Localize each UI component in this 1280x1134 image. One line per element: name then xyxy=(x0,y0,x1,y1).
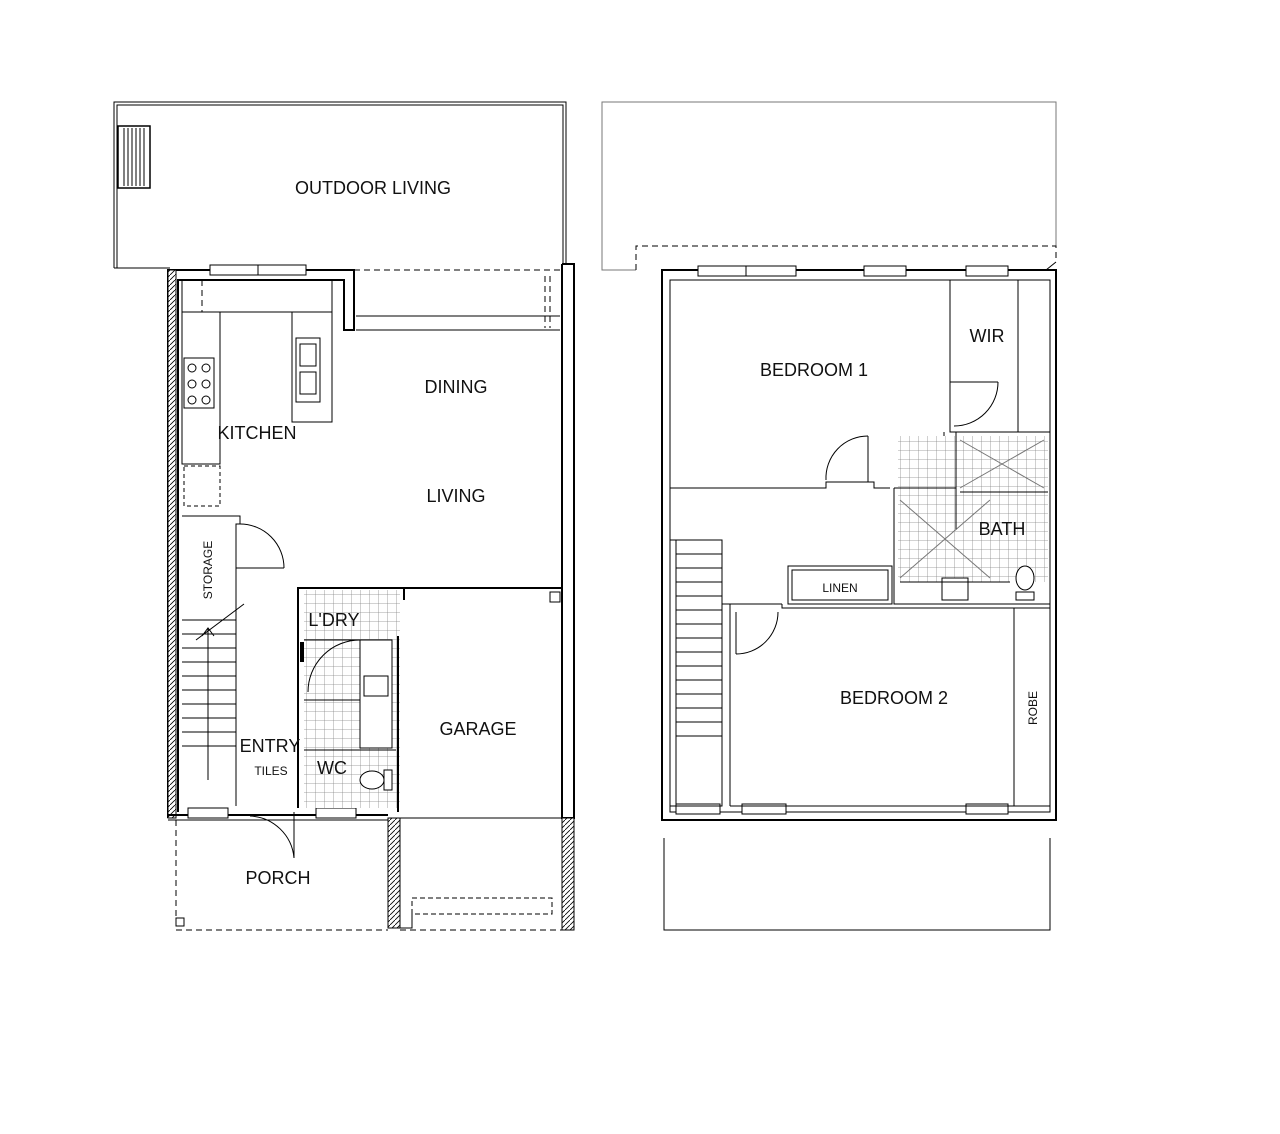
ground-floor-plan: OUTDOOR LIVING DINING KITCHEN LIVING STO… xyxy=(113,101,575,931)
porch-area xyxy=(175,820,562,931)
room-label-wc: WC xyxy=(317,758,347,778)
room-label-bath: BATH xyxy=(979,519,1026,539)
first-windows xyxy=(675,265,1009,815)
room-label-entry: ENTRY xyxy=(240,736,301,756)
room-label-dining: DINING xyxy=(425,377,488,397)
first-staircase xyxy=(669,539,723,807)
room-label-bedroom2: BEDROOM 2 xyxy=(840,688,948,708)
entry-door xyxy=(249,812,295,859)
bedroom2-walls xyxy=(722,603,1050,807)
floor-finish-label-tiles: TILES xyxy=(254,764,287,778)
room-label-bedroom1: BEDROOM 1 xyxy=(760,360,868,380)
room-label-linen: LINEN xyxy=(822,581,857,595)
kitchen-joinery xyxy=(181,279,333,507)
room-label-wir: WIR xyxy=(970,326,1005,346)
roof-outline-upper xyxy=(601,101,1057,271)
room-label-outdoor-living: OUTDOOR LIVING xyxy=(295,178,451,198)
ground-staircase xyxy=(182,603,245,780)
room-label-kitchen: KITCHEN xyxy=(217,423,296,443)
linen-cupboard xyxy=(787,565,893,605)
outdoor-steps xyxy=(123,128,145,186)
cooktop-icon xyxy=(183,357,215,409)
ground-floor-outline-dashed xyxy=(635,245,1057,270)
roof-outline-lower xyxy=(663,838,1051,931)
room-label-porch: PORCH xyxy=(245,868,310,888)
laundry-wc-walls xyxy=(297,587,562,812)
bath-walls xyxy=(893,432,1050,605)
outdoor-living-area xyxy=(113,101,567,269)
room-label-living: LIVING xyxy=(426,486,485,506)
upper-toilet-icon xyxy=(1015,565,1035,601)
room-label-garage: GARAGE xyxy=(439,719,516,739)
garage-door xyxy=(411,897,553,915)
sliding-door-outdoor xyxy=(354,269,562,331)
first-floor-plan: BEDROOM 1 WIR BATH LINEN BEDROOM 2 ROBE xyxy=(601,101,1057,931)
toilet-icon xyxy=(359,769,393,791)
room-label-laundry: L'DRY xyxy=(308,610,359,630)
storage-walls xyxy=(182,515,285,806)
downpipe-icon xyxy=(549,591,561,603)
room-label-robe: ROBE xyxy=(1026,691,1040,725)
room-label-storage: STORAGE xyxy=(201,541,215,599)
